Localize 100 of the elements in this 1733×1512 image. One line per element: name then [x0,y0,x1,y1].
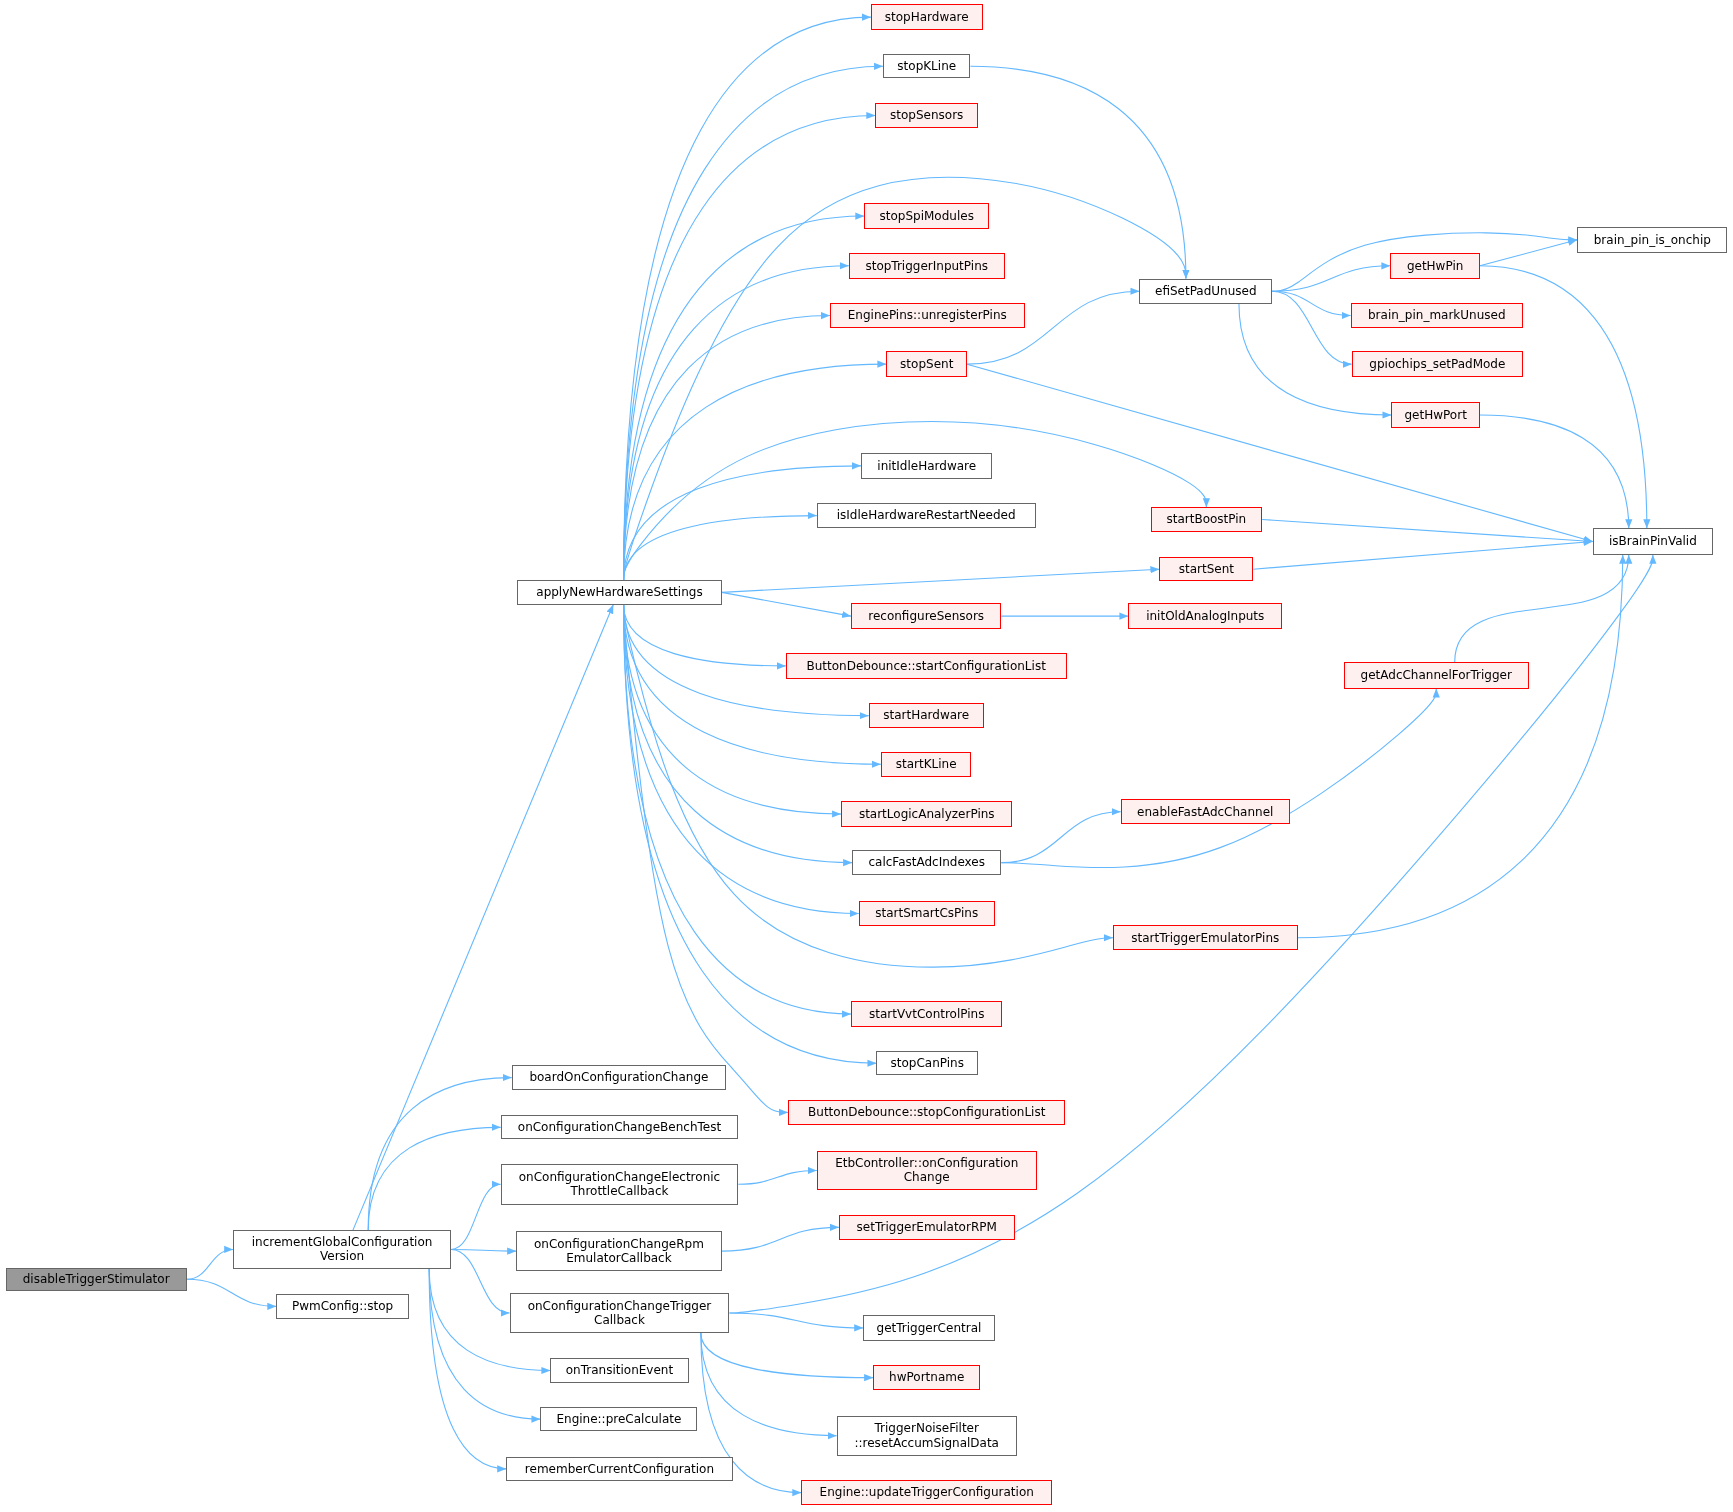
arrow [1454,554,1631,663]
arrow [721,591,852,619]
function-name: stopSent [900,356,954,372]
function-name: onConfigurationChangeElectronic ThrottleCallback [517,1169,722,1199]
function-box [870,4,983,30]
function-box [863,1315,995,1341]
function-box [852,849,1002,876]
function-name: brain_pin_markUnused [1368,308,1506,323]
function-name: initOldAnalogInputs [1146,608,1265,624]
function-box [550,1358,689,1383]
arrow [1252,538,1594,570]
function-box [875,102,979,129]
arrow [1000,688,1440,869]
function-box [233,1230,451,1269]
arrow [450,1182,502,1250]
arrow [1271,290,1353,367]
function-box [1139,278,1273,304]
arrow [1000,612,1129,620]
function-box [540,1406,698,1432]
arrow [1479,265,1651,529]
function-box [5,1267,187,1291]
function-name: setTriggerEmulatorRPM [856,1220,997,1235]
function-box [851,603,1002,629]
function-name: rememberCurrentConfiguration [524,1461,715,1477]
function-box [830,302,1025,329]
function-name: incrementGlobalConfiguration Version [250,1235,434,1264]
function-box [506,1456,733,1481]
function-name: initIdleHardware [877,458,977,474]
function-name: PwmConfig::stop [292,1299,394,1314]
function-name: gpiochips_setPadMode [1369,356,1506,372]
arrow [700,1332,874,1382]
arrow [428,1268,507,1472]
function-box [788,1099,1066,1126]
function-name: stopHardware [884,9,969,25]
function-box [511,1065,727,1090]
function-box [841,801,1013,827]
function-box [1343,662,1529,689]
arrow [969,65,1189,280]
function-name: startBoostPin [1166,512,1247,527]
function-box [1112,925,1298,951]
function-name: getHwPort [1404,407,1467,423]
function-name: calcFastAdcIndexes [868,855,985,870]
function-box [1150,507,1263,532]
function-box [880,751,972,777]
arrow [728,1312,864,1332]
arrow [966,288,1141,365]
function-box [816,1150,1037,1191]
function-name: onTransitionEvent [565,1363,674,1378]
function-name: startLogicAnalyzerPins [858,806,995,822]
function-name: isBrainPinValid [1608,534,1697,549]
function-box [1592,528,1714,555]
function-name: onConfigurationChangeRpm EmulatorCallback [532,1236,705,1266]
function-name: getTriggerCentral [876,1320,982,1336]
function-box [276,1294,409,1319]
function-name: EnginePins::unregisterPins [847,308,1007,323]
function-name: getHwPin [1406,258,1464,273]
function-box [860,453,993,479]
function-box [785,653,1067,679]
arrow [737,1167,818,1185]
arrow [700,1332,838,1440]
function-box [1128,603,1283,629]
function-name: hwPortname [889,1370,965,1385]
function-name: Engine::preCalculate [556,1411,682,1427]
function-box [858,900,995,927]
function-box [1391,402,1480,428]
function-box [1159,557,1254,582]
arrow [721,1224,840,1252]
function-box [886,351,968,377]
function-box [1120,799,1290,825]
function-name: getAdcChannelForTrigger [1360,668,1512,683]
function-name: disableTriggerStimulator [22,1272,170,1287]
arrow [700,1332,802,1496]
function-name: stopSpiModules [879,208,974,224]
function-name: stopCanPins [890,1056,964,1071]
function-name: boardOnConfigurationChange [529,1070,709,1085]
function-name: isIdleHardwareRestartNeeded [836,508,1016,523]
function-box [848,253,1005,279]
function-box [876,1051,979,1076]
function-box [1577,226,1728,254]
function-box [838,1214,1015,1241]
function-name: startSmartCsPins [875,906,979,921]
function-box [851,1001,1003,1027]
function-name: reconfigureSensors [868,608,985,624]
arrow [966,363,1594,543]
function-name: applyNewHardwareSettings [536,585,703,600]
function-name: ButtonDebounce::startConfigurationList [806,658,1046,674]
function-box [517,580,722,605]
arrow [186,1278,277,1310]
function-name: startVvtControlPins [868,1006,985,1022]
function-box [868,702,984,729]
function-box [500,1163,739,1205]
function-name: stopKLine [897,59,957,74]
function-name: startSent [1178,562,1234,577]
function-box [1351,351,1523,377]
function-name: efiSetPadUnused [1155,284,1257,299]
function-box [1390,253,1480,279]
function-name: stopTriggerInputPins [865,258,988,273]
function-box [801,1479,1053,1506]
arrow [352,604,614,1231]
arrow [450,1248,511,1315]
